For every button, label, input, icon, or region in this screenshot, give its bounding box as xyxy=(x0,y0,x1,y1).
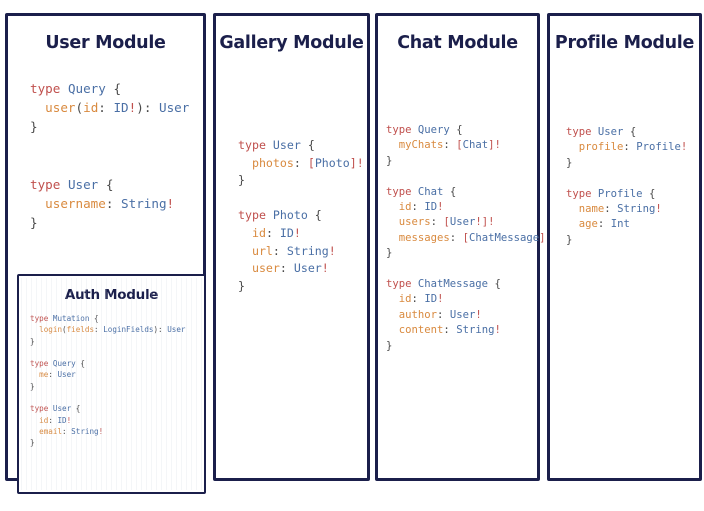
panel-title-auth-module: Auth Module xyxy=(64,287,159,303)
panel-user-module[interactable]: User Module type Query { user(id: ID!): … xyxy=(5,13,206,494)
panel-gallery-module[interactable]: Gallery Module type User { photos: [Phot… xyxy=(213,13,370,481)
code-block-user-module: type Query { user(id: ID!): User } type … xyxy=(30,81,190,231)
panel-title-user-module: User Module xyxy=(45,33,166,53)
code-block-chat-module: type Query { myChats: [Chat]! } type Cha… xyxy=(386,124,552,352)
panel-auth-module[interactable]: Auth Module type Mutation { login(fields… xyxy=(17,274,206,494)
panel-title-profile-module: Profile Module xyxy=(554,33,695,53)
code-block-gallery-module: type User { photos: [Photo]! } type Phot… xyxy=(238,138,364,293)
panel-title-chat-module: Chat Module xyxy=(397,33,518,53)
panel-title-gallery-module: Gallery Module xyxy=(219,33,364,53)
panel-profile-module[interactable]: Profile Module type User { profile: Prof… xyxy=(547,13,702,481)
panel-chat-module[interactable]: Chat Module type Query { myChats: [Chat]… xyxy=(375,13,552,481)
code-block-profile-module: type User { profile: Profile! } type Pro… xyxy=(566,126,688,246)
code-block-auth-module: type Mutation { login(fields: LoginField… xyxy=(30,314,186,448)
